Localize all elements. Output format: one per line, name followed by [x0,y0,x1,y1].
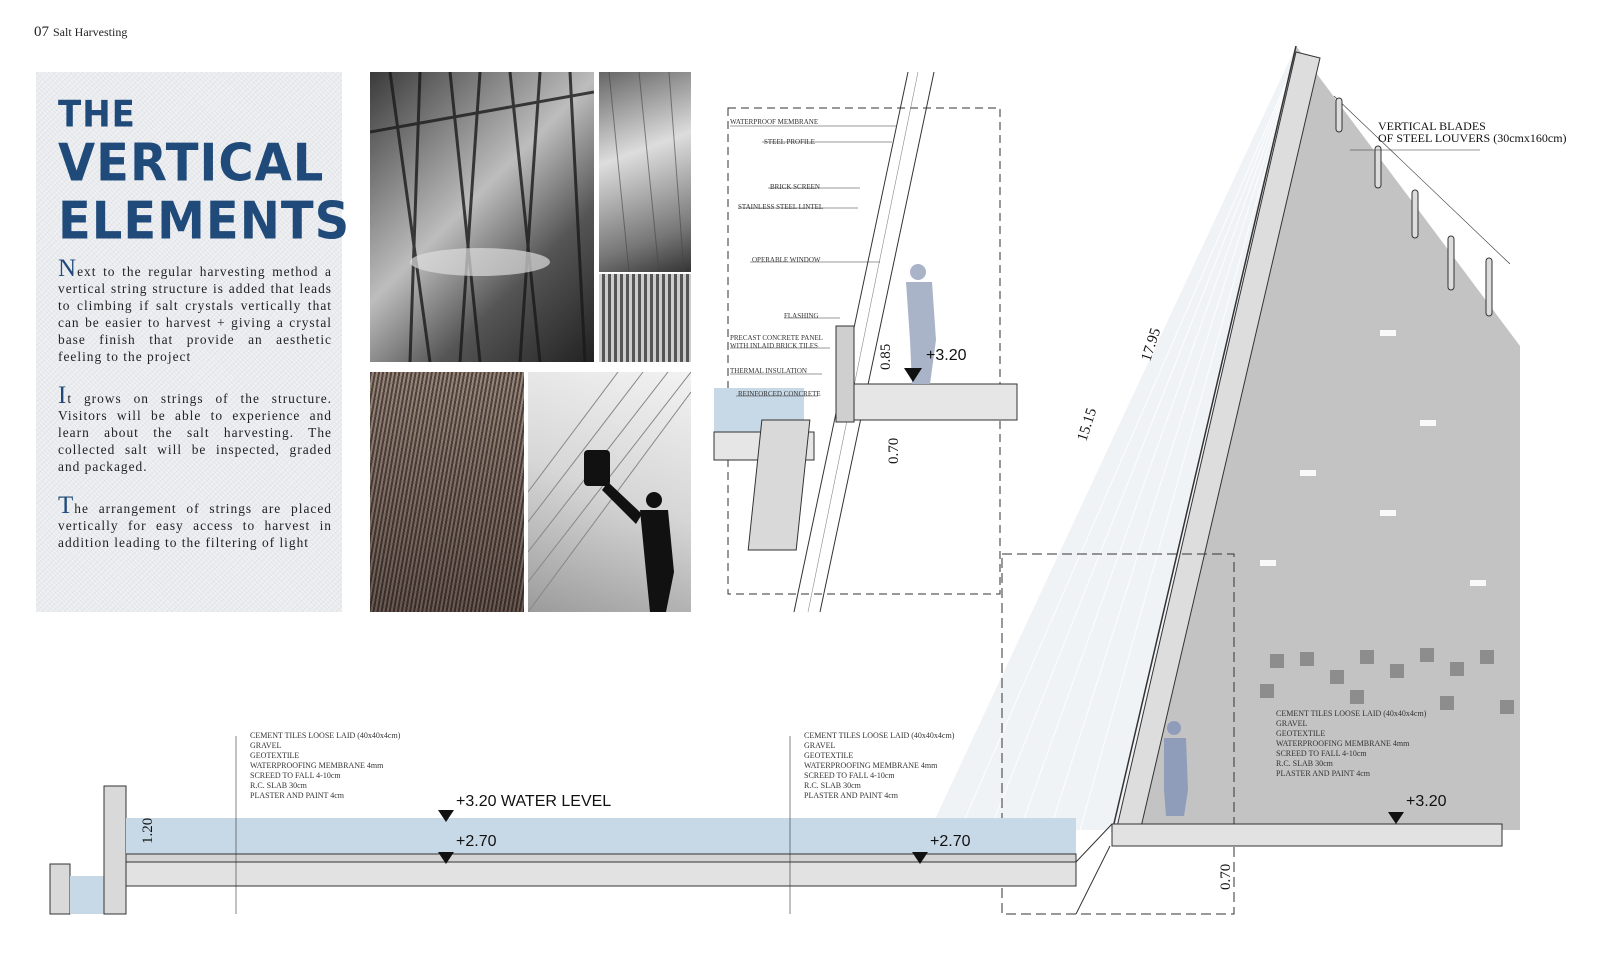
text-panel: THE VERTICAL ELEMENTS Next to the regula… [36,72,349,612]
layer-label: GRAVEL [250,741,282,750]
drop-cap: T [58,491,75,519]
detail-level: +3.20 [926,347,967,364]
dim-070: 0.70 [1218,864,1234,890]
detail-dim-lower: 0.70 [886,438,902,464]
string-curtain [930,46,1296,830]
paragraph-3: The arrangement of strings are placed ve… [58,493,332,551]
detail-label: STEEL PROFILE [764,138,815,146]
paragraph-text: ext to the regular harvesting method a v… [58,263,332,364]
louver-label-2: OF STEEL LOUVERS (30cmx160cm) [1378,131,1567,145]
layer-label: PLASTER AND PAINT 4cm [1276,769,1371,778]
pyramid-body [1122,46,1520,830]
level-marker-icon [438,810,454,822]
detail-label: WITH INLAID BRICK TILES [730,342,818,350]
photo-salt-strings [599,72,691,272]
layer-label: SCREED TO FALL 4-10cm [250,771,341,780]
paragraph-2: It grows on strings of the structure. Vi… [58,383,332,475]
detail-label: REINFORCED CONCRETE [738,390,821,398]
layer-label: PLASTER AND PAINT 4cm [250,791,345,800]
salt-water-pool [126,818,1076,854]
detail-callout-frame [1001,553,1235,915]
person-silhouette-icon [1164,721,1188,816]
detail-dim-upper: 0.85 [878,344,894,370]
layer-label: GRAVEL [804,741,836,750]
level-320-right: +3.20 [1406,793,1447,810]
layer-label: R.C. SLAB 30cm [1276,759,1334,768]
detail-label: THERMAL INSULATION [730,367,807,375]
paragraph-1: Next to the regular harvesting method a … [58,256,332,365]
level-marker-icon [438,852,454,864]
photo-string-texture [370,372,524,612]
level-270-left: +2.70 [456,833,497,850]
level-270-right: +2.70 [930,833,971,850]
photo-harvester [528,372,691,612]
detail-label: BRICK SCREEN [770,183,820,191]
detail-label: PRECAST CONCRETE PANEL [730,334,823,342]
title-the: THE [58,92,136,137]
louver-label-1: VERTICAL BLADES [1378,119,1486,133]
layer-label: GEOTEXTILE [1276,729,1325,738]
layer-label: GRAVEL [1276,719,1308,728]
person-silhouette-icon [906,264,936,384]
level-marker-icon [904,368,922,382]
page-label: 07 Salt Harvesting [34,24,127,41]
dim-120: 1.20 [140,818,156,844]
layer-label: SCREED TO FALL 4-10cm [804,771,895,780]
layer-label: CEMENT TILES LOOSE LAID (40x40x4cm) [250,731,401,740]
layer-label: CEMENT TILES LOOSE LAID (40x40x4cm) [804,731,955,740]
detail-label: FLASHING [784,312,819,320]
water-level-label: +3.20 WATER LEVEL [456,793,611,810]
drop-cap: I [58,381,68,409]
panel-title: THE VERTICAL ELEMENTS [58,92,349,251]
level-marker-icon [912,852,928,864]
slope-dim-1: 15.15 [1075,406,1101,443]
title-elements: ELEMENTS [58,191,351,252]
layer-label: R.C. SLAB 30cm [250,781,308,790]
photo-string-structure [370,72,594,362]
layer-label: R.C. SLAB 30cm [804,781,862,790]
detail-label: STAINLESS STEEL LINTEL [738,203,823,211]
paragraph-text: he arrangement of strings are placed ver… [58,500,332,550]
paragraph-text: t grows on strings of the structure. Vis… [58,390,332,474]
layer-label: SCREED TO FALL 4-10cm [1276,749,1367,758]
layer-label: WATERPROOFING MEMBRANE 4mm [250,761,384,770]
layer-label: GEOTEXTILE [250,751,299,760]
layer-label: WATERPROOFING MEMBRANE 4mm [804,761,938,770]
layer-label: CEMENT TILES LOOSE LAID (40x40x4cm) [1276,709,1427,718]
page-title: Salt Harvesting [53,25,128,39]
title-vertical: VERTICAL [58,132,325,194]
drop-cap: N [58,254,78,282]
layer-label: WATERPROOFING MEMBRANE 4mm [1276,739,1410,748]
photo-crystal-strings [599,274,691,362]
level-marker-icon [1388,812,1404,824]
steel-louvers [1333,95,1511,317]
layer-label: PLASTER AND PAINT 4cm [804,791,899,800]
detail-label: OPERABLE WINDOW [752,256,821,264]
detail-frame [727,107,1001,595]
detail-label: WATERPROOF MEMBRANE [730,118,818,126]
person-silhouette-icon [584,450,674,612]
page-number: 07 [34,24,49,40]
layer-label: GEOTEXTILE [804,751,853,760]
